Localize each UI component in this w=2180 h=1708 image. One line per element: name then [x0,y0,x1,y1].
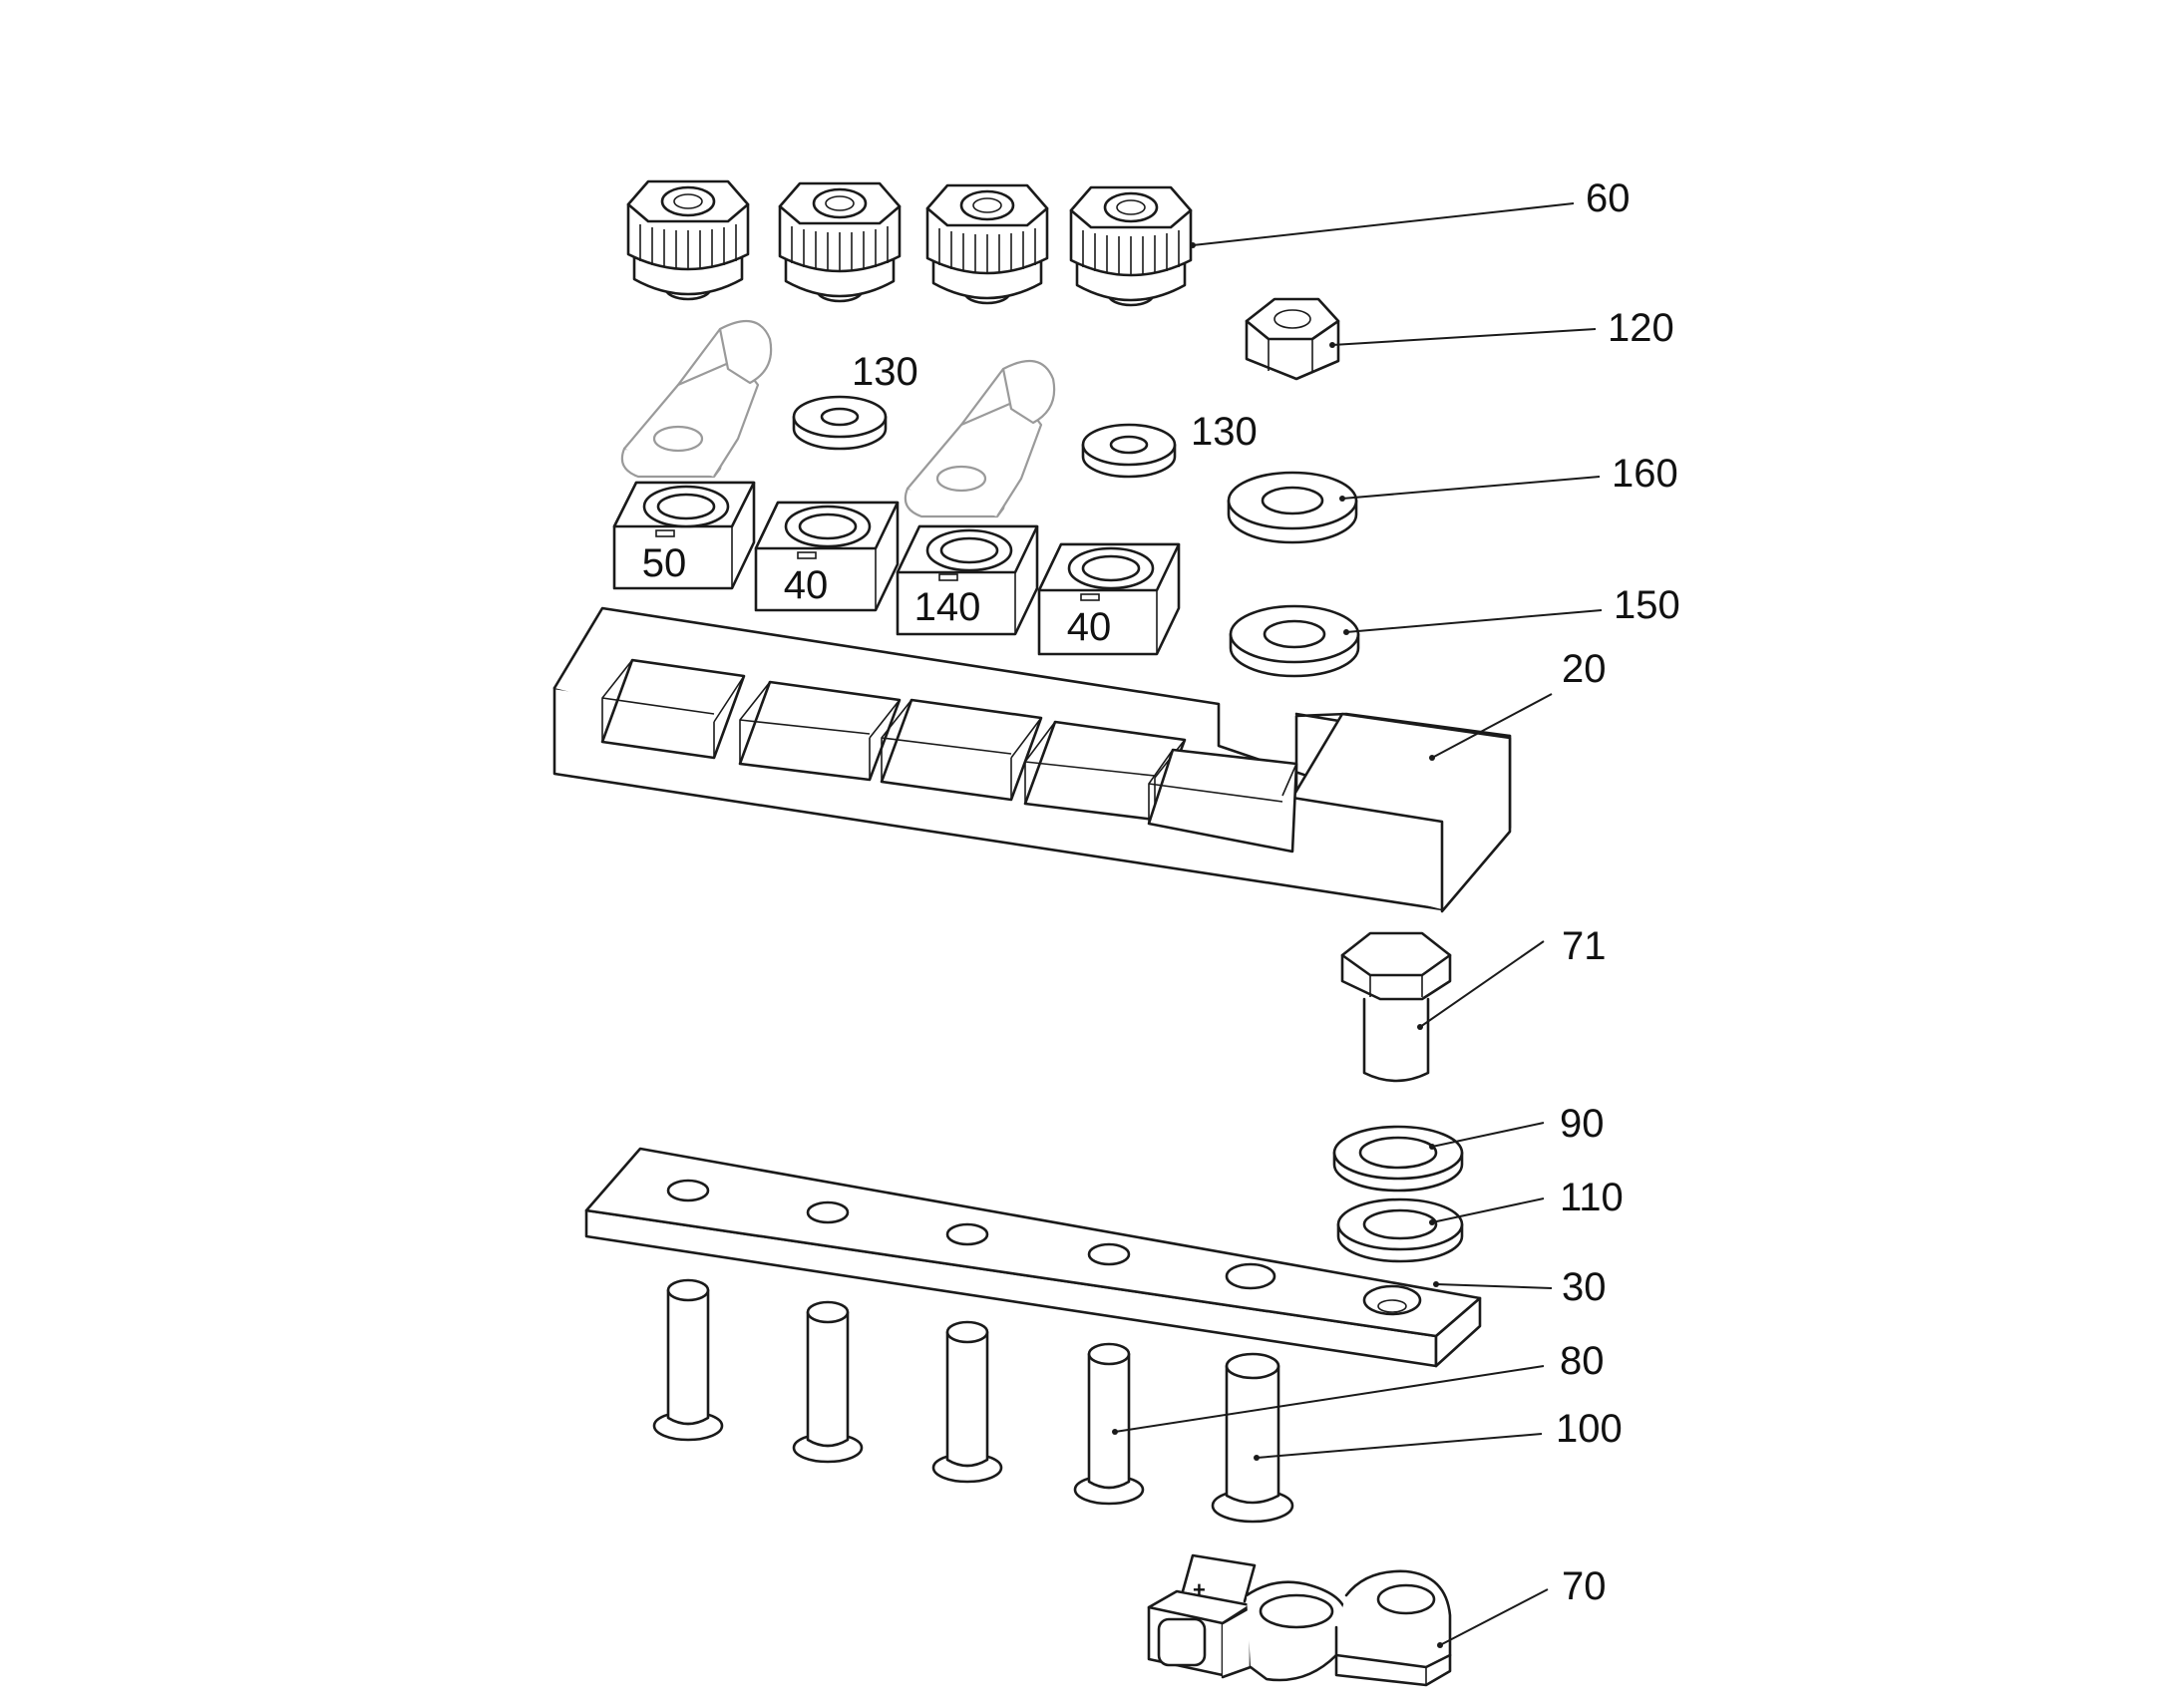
leader-line [1256,1433,1543,1459]
lock-washer [1332,1125,1464,1193]
leader-line [1431,693,1553,759]
battery-pole-clamp: + [1147,1553,1452,1687]
leader-line [1345,609,1603,633]
labelled-block: 50 [612,481,756,590]
reference-120: 120 [1608,306,1674,350]
reference-71: 71 [1562,924,1607,968]
labelled-block: 140 [896,524,1039,636]
leader-line [1431,1197,1545,1223]
block-value-label: 40 [1067,605,1112,649]
small-washer [1081,423,1177,479]
leader-lines [1112,202,1603,1648]
leader-line [1435,1283,1553,1289]
large-washer [1229,604,1360,678]
reference-110: 110 [1560,1176,1624,1219]
stud-bolt [792,1300,864,1464]
knurled-cap-group [626,179,1193,307]
spring-washer [1336,1197,1464,1263]
leader-line [1341,476,1601,500]
block-value-label: 50 [642,541,687,585]
knurled-cap [626,179,750,301]
reference-60: 60 [1586,176,1631,220]
reference-90: 90 [1560,1102,1605,1146]
terminal-housing [552,606,1512,913]
reference-130: 130 [852,350,918,394]
reference-20: 20 [1562,647,1607,691]
labelled-block: 40 [1037,542,1181,656]
small-washer [792,395,888,451]
cable-lug [904,359,1056,518]
block-value-label: 40 [784,563,829,607]
leader-line [1331,328,1597,346]
labelled-block: 40 [754,501,900,612]
knurled-cap [778,181,902,303]
reference-160: 160 [1612,452,1678,496]
leader-line [1419,940,1545,1028]
block-value-label: 140 [914,585,981,629]
reference-80: 80 [1560,1339,1605,1383]
stud-bolt [652,1278,724,1442]
stud-bolt [1073,1342,1145,1506]
leader-line [1439,1588,1549,1646]
reference-70: 70 [1562,1564,1607,1608]
cable-lug [620,319,773,479]
leader-line [1114,1365,1545,1433]
reference-numerals: 60 120 130 130 160 150 20 71 90 110 30 8… [852,176,1680,1608]
reference-130: 130 [1191,410,1258,454]
reference-100: 100 [1556,1407,1623,1451]
reference-30: 30 [1562,1265,1607,1309]
hex-bolt [1340,931,1452,1083]
leader-line [1192,202,1575,246]
polarity-marking: + [1193,1577,1206,1602]
reference-150: 150 [1614,583,1680,627]
leader-line [1431,1122,1545,1148]
busbar-plate [584,1147,1482,1368]
large-washer [1227,471,1358,544]
stud-bolt [931,1320,1003,1484]
stud-bolt [1211,1352,1294,1524]
knurled-cap [925,183,1049,305]
hex-nut [1245,297,1340,381]
knurled-cap [1069,185,1193,307]
